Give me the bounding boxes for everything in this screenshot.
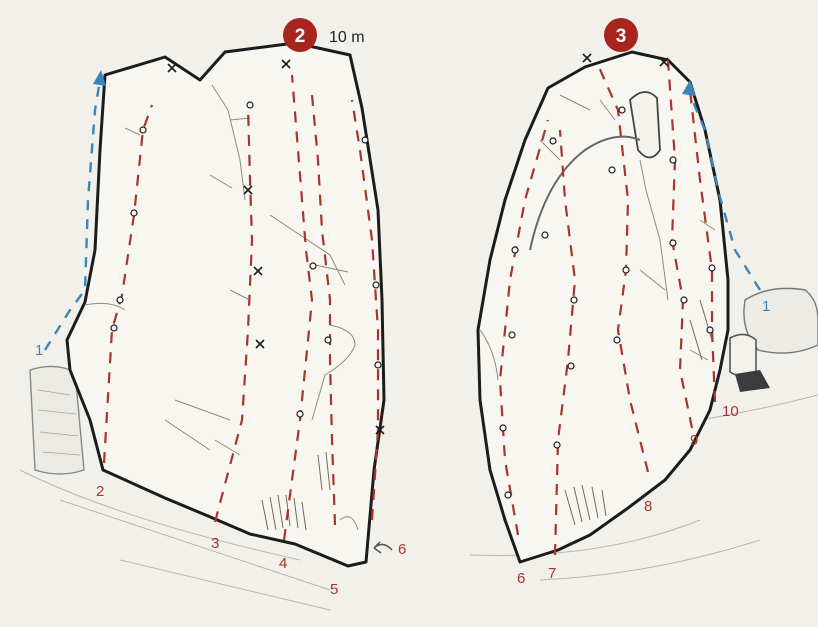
route-label-6-arrow: 6 [398,541,406,558]
route-label-8: 8 [644,498,652,515]
route-label-10: 10 [722,403,739,420]
return-arrow-icon [374,542,392,553]
boulder-2-outline [67,43,384,566]
route-label-6: 6 [517,570,525,587]
route-label-4: 4 [279,555,287,572]
sector-3-label: 3 [616,26,627,47]
route-label-link-left: 1 [35,342,43,359]
sector-badge-2: 2 [283,18,317,52]
boulder-3-outline [478,52,728,562]
sector-2-label: 2 [295,26,306,47]
route-label-3: 3 [211,535,219,552]
route-label-5: 5 [330,581,338,598]
route-label-2: 2 [96,483,104,500]
route-label-9: 9 [690,432,698,449]
boulder-sector-2 [67,43,384,566]
route-label-link-right: 1 [762,298,770,315]
sector-badge-3: 3 [604,18,638,52]
sector-2-height: 10 m [329,29,365,46]
boulder-sector-3 [478,52,728,562]
route-label-7: 7 [548,565,556,582]
right-boulders [730,288,818,392]
